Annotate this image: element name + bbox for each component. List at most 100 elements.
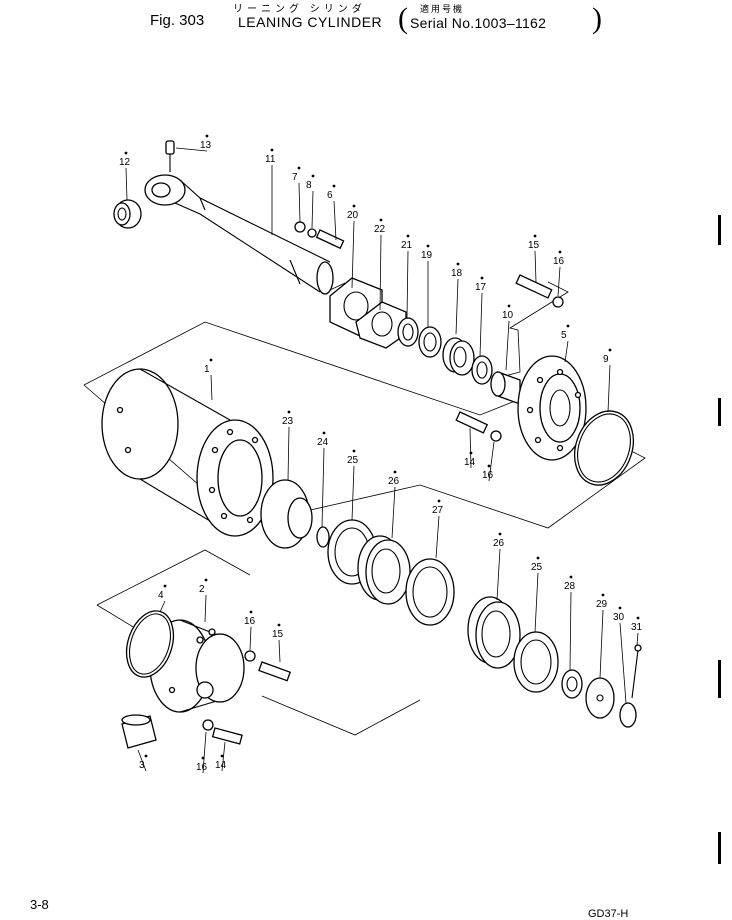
callout-leader-line — [636, 632, 639, 646]
callout-label: 26 — [493, 538, 505, 549]
rod-bushing — [490, 371, 521, 405]
callout-leader-line — [298, 182, 301, 223]
callout-label: 14 — [464, 457, 476, 468]
callout-label: 1 — [204, 364, 210, 375]
callout-dot — [277, 623, 281, 627]
o-ring-piston — [316, 526, 330, 548]
page-number: 3-8 — [30, 897, 49, 912]
callout-dot — [311, 174, 315, 178]
callout-dot — [287, 410, 291, 414]
callout-dot — [566, 324, 570, 328]
callout-label: 19 — [421, 250, 433, 261]
callout-label: 9 — [603, 354, 609, 365]
small-bolt-parts — [294, 221, 345, 250]
o-ring-head — [574, 410, 634, 486]
callout-leader-line — [391, 486, 396, 539]
callout-leader-line — [202, 731, 207, 774]
callout-label: 16 — [553, 256, 565, 267]
callout-dot — [469, 451, 473, 455]
callout-label: 3 — [139, 760, 145, 771]
rod-cover-flange — [329, 277, 407, 349]
callout-dot — [124, 151, 128, 155]
head-bolt-bottom — [455, 411, 502, 442]
binding-mark — [718, 832, 721, 864]
callout-dot — [297, 166, 301, 170]
callout-leader-line — [455, 278, 459, 335]
grease-fitting — [165, 140, 175, 172]
callout-label: 6 — [327, 190, 333, 201]
callout-label: 14 — [215, 760, 227, 771]
callout-leader-line — [564, 340, 569, 363]
callout-leader-line — [479, 292, 483, 357]
callout-leader-line — [505, 320, 510, 371]
callout-label: 31 — [631, 622, 643, 633]
callout-leader-line — [204, 594, 207, 623]
cylinder-tube — [101, 368, 274, 537]
callout-label: 8 — [306, 180, 312, 191]
callout-dot — [480, 276, 484, 280]
callout-dot — [636, 616, 640, 620]
callout-dot — [322, 431, 326, 435]
callout-label: 25 — [347, 455, 359, 466]
applicable-serial-label: 適用号機 — [420, 4, 465, 14]
callout-leader-line — [379, 234, 382, 311]
callout-leader-line — [406, 250, 409, 319]
callout-label: 4 — [158, 590, 164, 601]
binding-mark — [718, 398, 721, 426]
callout-label: 18 — [451, 268, 463, 279]
callout-leader-line — [125, 167, 128, 201]
callout-label: 15 — [528, 240, 540, 251]
callout-label: 16 — [196, 762, 208, 773]
callout-dot — [201, 756, 205, 760]
callout-dot — [393, 470, 397, 474]
callout-label: 17 — [475, 282, 487, 293]
callout-label: 7 — [292, 172, 298, 183]
callout-leader-line — [175, 147, 208, 152]
callout-leader-line — [351, 220, 355, 289]
callout-label: 28 — [564, 581, 576, 592]
callout-label: 22 — [374, 224, 386, 235]
callout-leader-line — [210, 374, 213, 401]
callout-dot — [332, 184, 336, 188]
callout-label: 12 — [119, 157, 131, 168]
callout-dot — [270, 148, 274, 152]
callout-label: 20 — [347, 210, 359, 221]
callout-dot — [144, 754, 148, 758]
model-code: GD37-H — [588, 908, 629, 920]
callout-leader-line — [351, 465, 355, 521]
bottom-bushing — [121, 714, 157, 749]
callout-leader-line — [278, 639, 281, 663]
callout-dot — [558, 250, 562, 254]
callout-leader-line — [619, 622, 627, 704]
callout-label: 27 — [432, 505, 444, 516]
callout-label: 11 — [265, 154, 276, 165]
callout-dot — [601, 593, 605, 597]
cotter-pin — [631, 644, 642, 699]
callout-dot — [608, 348, 612, 352]
cylinder-head — [517, 355, 587, 461]
callout-leader-line — [496, 548, 501, 601]
callout-label: 15 — [272, 629, 284, 640]
callouts: 1234567891011121314141515161616161718192… — [119, 134, 643, 774]
callout-dot — [406, 234, 410, 238]
callout-label: 23 — [282, 416, 294, 427]
callout-leader-line — [221, 741, 226, 772]
japanese-part-name: リーニング シリンダ — [233, 4, 366, 15]
piston-rings — [327, 519, 559, 693]
callout-label: 13 — [200, 140, 212, 151]
left-parenthesis: ( — [398, 2, 408, 35]
callout-label: 24 — [317, 437, 329, 448]
callout-dot — [209, 358, 213, 362]
callout-dot — [618, 606, 622, 610]
callout-dot — [205, 134, 209, 138]
callout-dot — [487, 464, 491, 468]
callout-dot — [352, 204, 356, 208]
piston-rod — [144, 174, 334, 295]
callout-dot — [507, 304, 511, 308]
callout-dot — [426, 244, 430, 248]
callout-leader-line — [599, 609, 604, 679]
spherical-bushing — [113, 199, 142, 229]
callout-dot — [536, 556, 540, 560]
washer-plate — [585, 677, 615, 719]
